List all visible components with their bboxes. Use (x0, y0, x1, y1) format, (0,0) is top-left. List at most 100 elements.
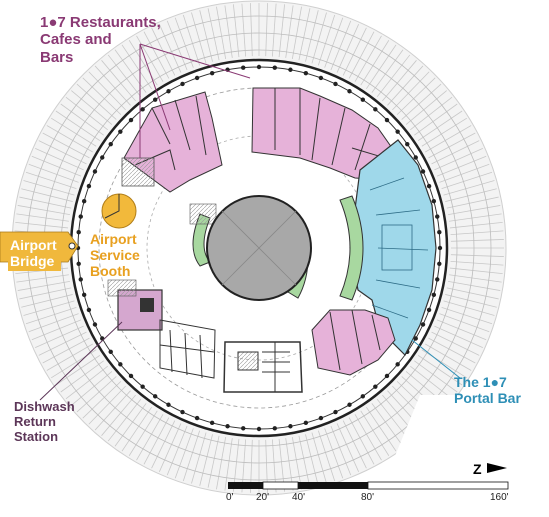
column-dot (303, 70, 309, 76)
stair-north-inner (189, 203, 217, 225)
label-portal-bar: The 1●7 Portal Bar (454, 374, 521, 406)
column-dot (373, 384, 378, 389)
scale-tick-0: 0' (226, 492, 234, 503)
column-dot (303, 420, 309, 426)
scale-tick-160: 160' (490, 492, 509, 503)
seat-row-line (291, 437, 302, 490)
seat-row-line (19, 196, 72, 209)
seat-row-line (421, 349, 467, 379)
seat-row-line (450, 230, 504, 236)
seat-row-line (51, 117, 97, 147)
seat-row-line (71, 90, 113, 125)
seat-row-line (107, 54, 142, 97)
label-booth-line2: Service (90, 247, 140, 264)
seat-row-line (191, 432, 207, 484)
seat-row-line (439, 313, 490, 333)
seat-row-line (425, 343, 472, 371)
column-markers (75, 64, 443, 432)
seat-row-line (330, 20, 352, 71)
column-dot (180, 81, 185, 87)
seat-row-line (387, 65, 424, 106)
dishwash-leader (39, 321, 123, 401)
seat-row-line (298, 435, 311, 488)
seat-row-line (428, 132, 476, 159)
column-dot (405, 141, 410, 147)
seat-row-line (16, 274, 69, 283)
column-dot (92, 322, 98, 327)
seat-row-line (366, 406, 397, 452)
column-dot (373, 107, 378, 112)
seat-row-line (360, 40, 390, 86)
column-dot (86, 307, 92, 313)
seat-row-line (324, 428, 344, 479)
seat-row-line (354, 414, 382, 461)
seat-row-line (42, 132, 90, 159)
seat-row-line (448, 280, 501, 291)
seat-row-line (101, 60, 136, 102)
scale-bar (228, 481, 509, 490)
column-dot (76, 230, 81, 235)
seat-row-line (23, 300, 75, 316)
label-airport-bridge-line1: Airport (10, 237, 57, 253)
label-restaurants-line1: 1●7 Restaurants, (40, 14, 161, 31)
seat-row-line (446, 196, 499, 209)
seat-row-line (88, 385, 126, 425)
column-dot (384, 373, 390, 379)
seat-row-line (136, 414, 164, 461)
column-dot (333, 81, 338, 87)
label-dishwash-line3: Station (14, 428, 59, 444)
seat-row-line (35, 147, 84, 171)
seat-row-line (23, 180, 75, 196)
seat-row-line (434, 147, 483, 171)
seat-row-line (450, 254, 504, 257)
seat-row-line (449, 267, 503, 275)
label-booth-line1: Airport (90, 231, 137, 247)
scale-tick-20: 20' (256, 492, 270, 503)
column-dot (395, 362, 400, 367)
seat-row-line (417, 110, 463, 141)
label-portal-line2: Portal Bar (454, 390, 521, 407)
column-dot (360, 394, 366, 399)
seat-row-line (434, 325, 483, 349)
column-dot (86, 183, 92, 189)
seat-row-line (224, 5, 233, 58)
seat-row-line (371, 49, 404, 93)
column-dot (166, 402, 171, 407)
seat-row-line (121, 44, 152, 90)
seat-row-line (250, 3, 253, 57)
seat-row-line (450, 239, 504, 242)
seat-row-line (414, 360, 458, 393)
label-booth-line3: Booth (90, 263, 131, 280)
column-dot (288, 67, 293, 72)
seat-row-line (216, 6, 227, 59)
seat-row-line (114, 49, 147, 93)
seat-row-line (16, 213, 69, 222)
seat-row-line (410, 96, 453, 131)
seat-row-line (401, 83, 442, 120)
column-dot (166, 89, 171, 94)
seat-row-line (199, 10, 213, 62)
seat-row-line (449, 274, 502, 283)
column-dot (426, 307, 432, 313)
seat-row-line (360, 410, 390, 456)
seat-row-line (31, 155, 82, 177)
column-dot (100, 155, 105, 160)
seat-row-line (348, 31, 375, 79)
seat-row-line (285, 5, 294, 58)
seat-row-line (366, 44, 397, 90)
airport-service-booth (101, 193, 137, 229)
column-dot (431, 198, 437, 204)
seat-row-line (224, 438, 233, 491)
column-dot (437, 230, 442, 235)
seat-row-line (94, 390, 131, 431)
label-airport-service-booth: Airport Service Booth (90, 231, 140, 279)
column-dot (118, 362, 123, 367)
column-dot (426, 183, 432, 189)
seat-row-line (107, 399, 142, 442)
seat-row-line (317, 14, 336, 66)
column-dot (272, 426, 277, 431)
column-dot (81, 292, 87, 298)
seat-row-line (76, 83, 117, 120)
seat-row-line (28, 163, 79, 183)
column-dot (256, 64, 262, 70)
